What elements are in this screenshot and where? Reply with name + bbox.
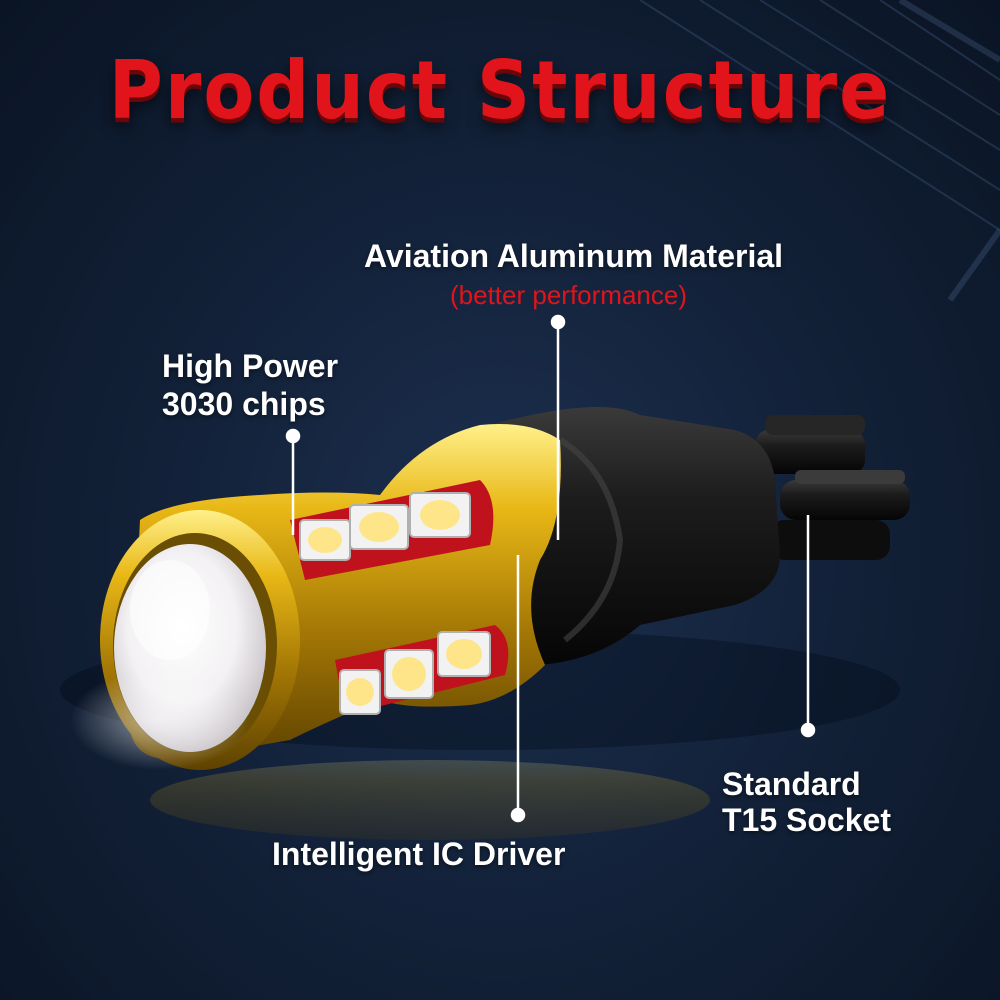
page-title: Product Structure <box>108 44 892 138</box>
ic-driver-label: Intelligent IC Driver <box>272 836 566 872</box>
chips-label-line1: High Power <box>162 348 339 384</box>
chips-label-line2: 3030 chips <box>162 386 326 422</box>
aluminum-material-note: (better performance) <box>450 280 687 310</box>
led-chip-row-bottom <box>339 631 491 715</box>
aluminum-material-label: Aviation Aluminum Material <box>364 238 784 274</box>
socket-label-line1: Standard <box>722 766 861 802</box>
socket-housing <box>490 407 780 670</box>
led-chip-row-top <box>299 492 471 561</box>
t15-wedge-base <box>755 415 910 560</box>
socket-label-line2: T15 Socket <box>722 802 891 838</box>
